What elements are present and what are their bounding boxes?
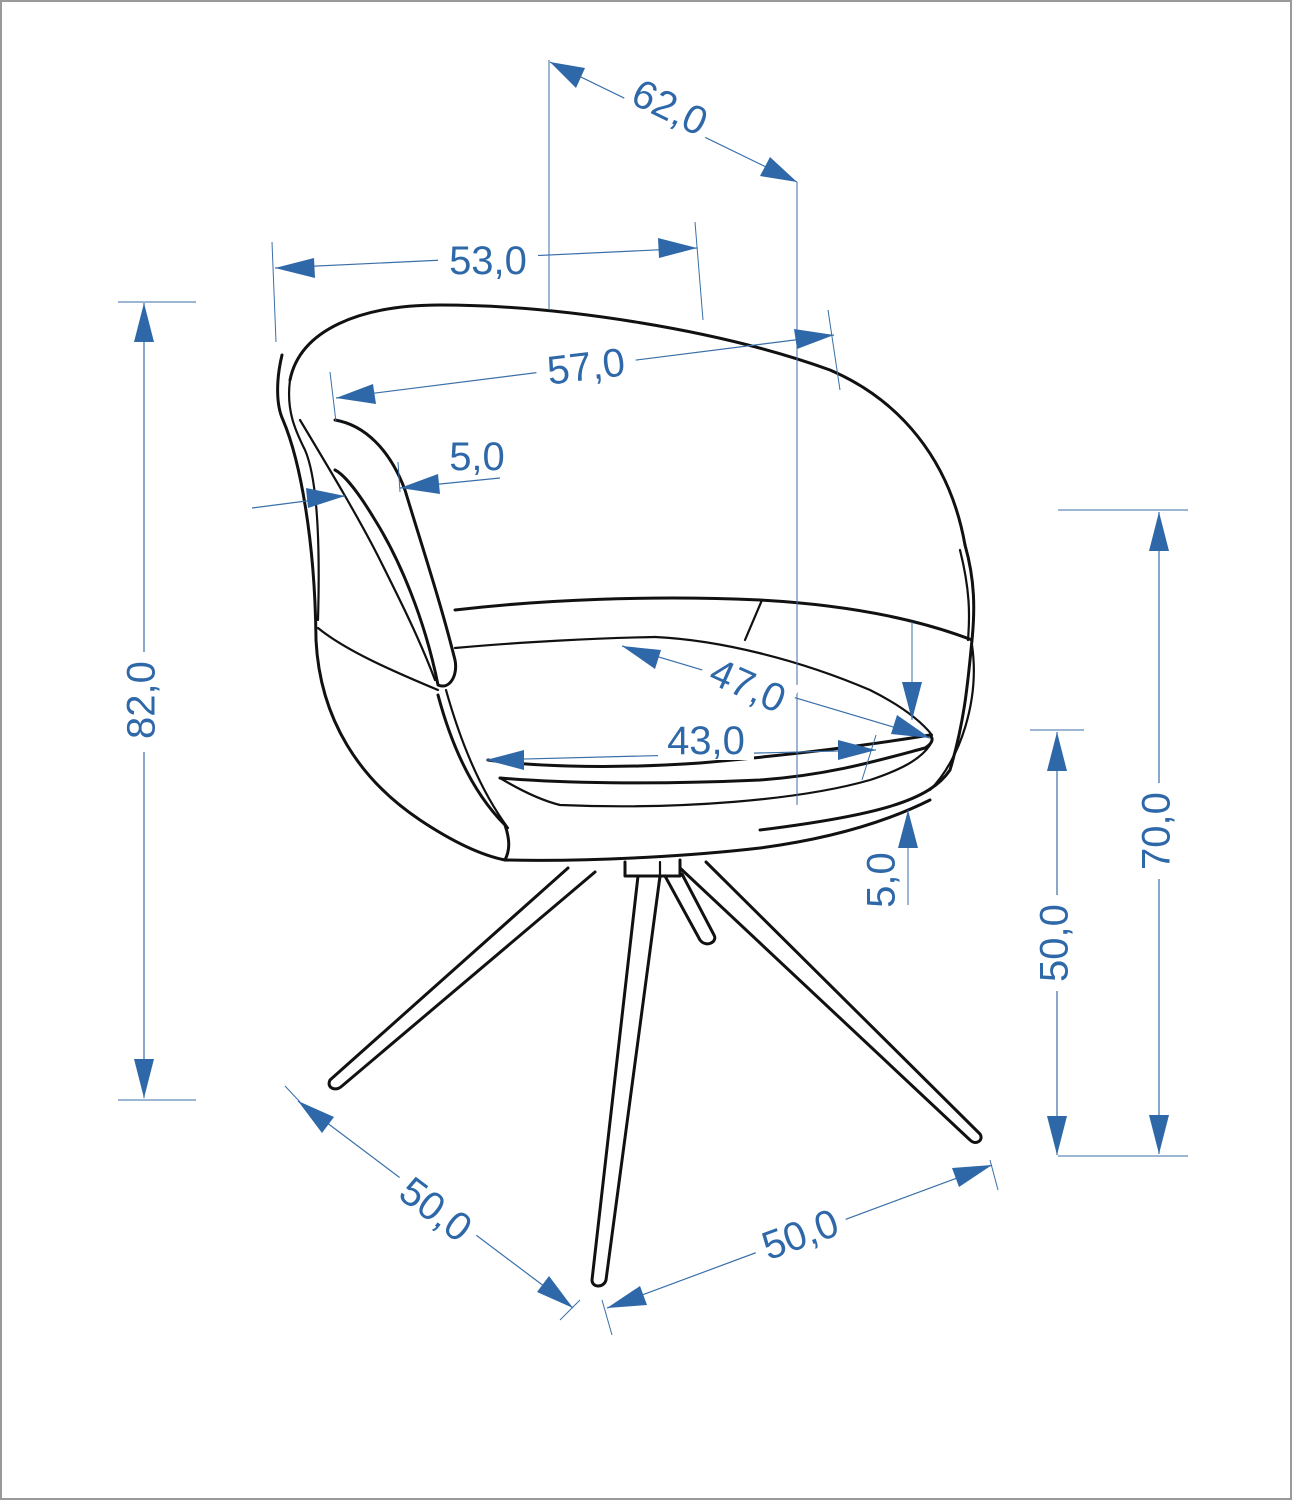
arrowhead xyxy=(134,1059,154,1098)
chair-outline xyxy=(276,303,983,1288)
seat-cushion-front xyxy=(498,743,932,808)
shell-right-lower xyxy=(928,643,975,792)
label-seat-width: 43,0 xyxy=(667,719,745,763)
leg-left xyxy=(327,866,597,1091)
arrowhead xyxy=(952,1165,992,1187)
front-armrest-lower xyxy=(436,693,511,862)
arrowhead xyxy=(537,1276,573,1308)
arrowhead xyxy=(486,750,524,770)
arrowhead xyxy=(902,682,922,720)
arrowhead xyxy=(336,384,376,404)
shell-lower-seam xyxy=(316,626,440,692)
shell-right-seam xyxy=(958,548,971,642)
label-seat-height: 50,0 xyxy=(1033,904,1077,982)
seat-cushion-top xyxy=(486,733,934,785)
arrowhead xyxy=(622,646,661,669)
label-armrest-height: 70,0 xyxy=(1135,792,1179,870)
dimension-arrows xyxy=(134,62,1169,1308)
arrowhead xyxy=(306,488,345,508)
back-panel-divider xyxy=(743,598,764,642)
arrowhead xyxy=(400,474,440,494)
arrowhead xyxy=(760,157,797,182)
arrowhead xyxy=(658,238,697,258)
label-inner-width: 57,0 xyxy=(545,340,628,393)
arrowhead xyxy=(1149,512,1169,551)
leg-front xyxy=(590,874,662,1288)
shell-left-seam xyxy=(288,378,320,622)
arrowhead xyxy=(298,1101,334,1133)
arrowhead xyxy=(1149,1115,1169,1154)
arrowhead xyxy=(550,62,585,88)
dimension-labels: 62,0 53,0 57,0 5,0 82,0 47,0 43,0 5,0 50… xyxy=(120,68,1179,1271)
shell-bottom xyxy=(503,798,932,862)
seat-back-line xyxy=(453,596,974,642)
front-armrest-inner xyxy=(444,688,510,830)
back-cushion-inner xyxy=(333,418,458,688)
arrowhead xyxy=(794,329,834,349)
arrowhead xyxy=(275,258,315,278)
leg-back xyxy=(663,872,717,946)
label-cushion-height: 5,0 xyxy=(860,852,904,908)
label-back-width: 53,0 xyxy=(449,239,527,283)
arrowhead xyxy=(838,740,876,760)
arrowhead xyxy=(1047,732,1067,771)
arrowhead xyxy=(134,303,154,342)
shell-left-outer xyxy=(276,353,318,642)
armrest-left-seam xyxy=(298,418,437,682)
arrowhead xyxy=(607,1286,647,1308)
label-total-height: 82,0 xyxy=(120,661,164,739)
shell-right-outer xyxy=(758,543,976,832)
seat-cushion-back xyxy=(653,635,934,737)
shell-lower-left xyxy=(314,638,507,862)
leg-right xyxy=(678,860,983,1144)
seat-back-line-lower xyxy=(453,635,657,650)
arrowhead xyxy=(891,715,930,738)
shell-top-edge xyxy=(288,303,967,547)
arrowhead xyxy=(1047,1116,1067,1155)
arrowhead xyxy=(898,810,918,848)
label-shell-thickness: 5,0 xyxy=(449,435,505,479)
